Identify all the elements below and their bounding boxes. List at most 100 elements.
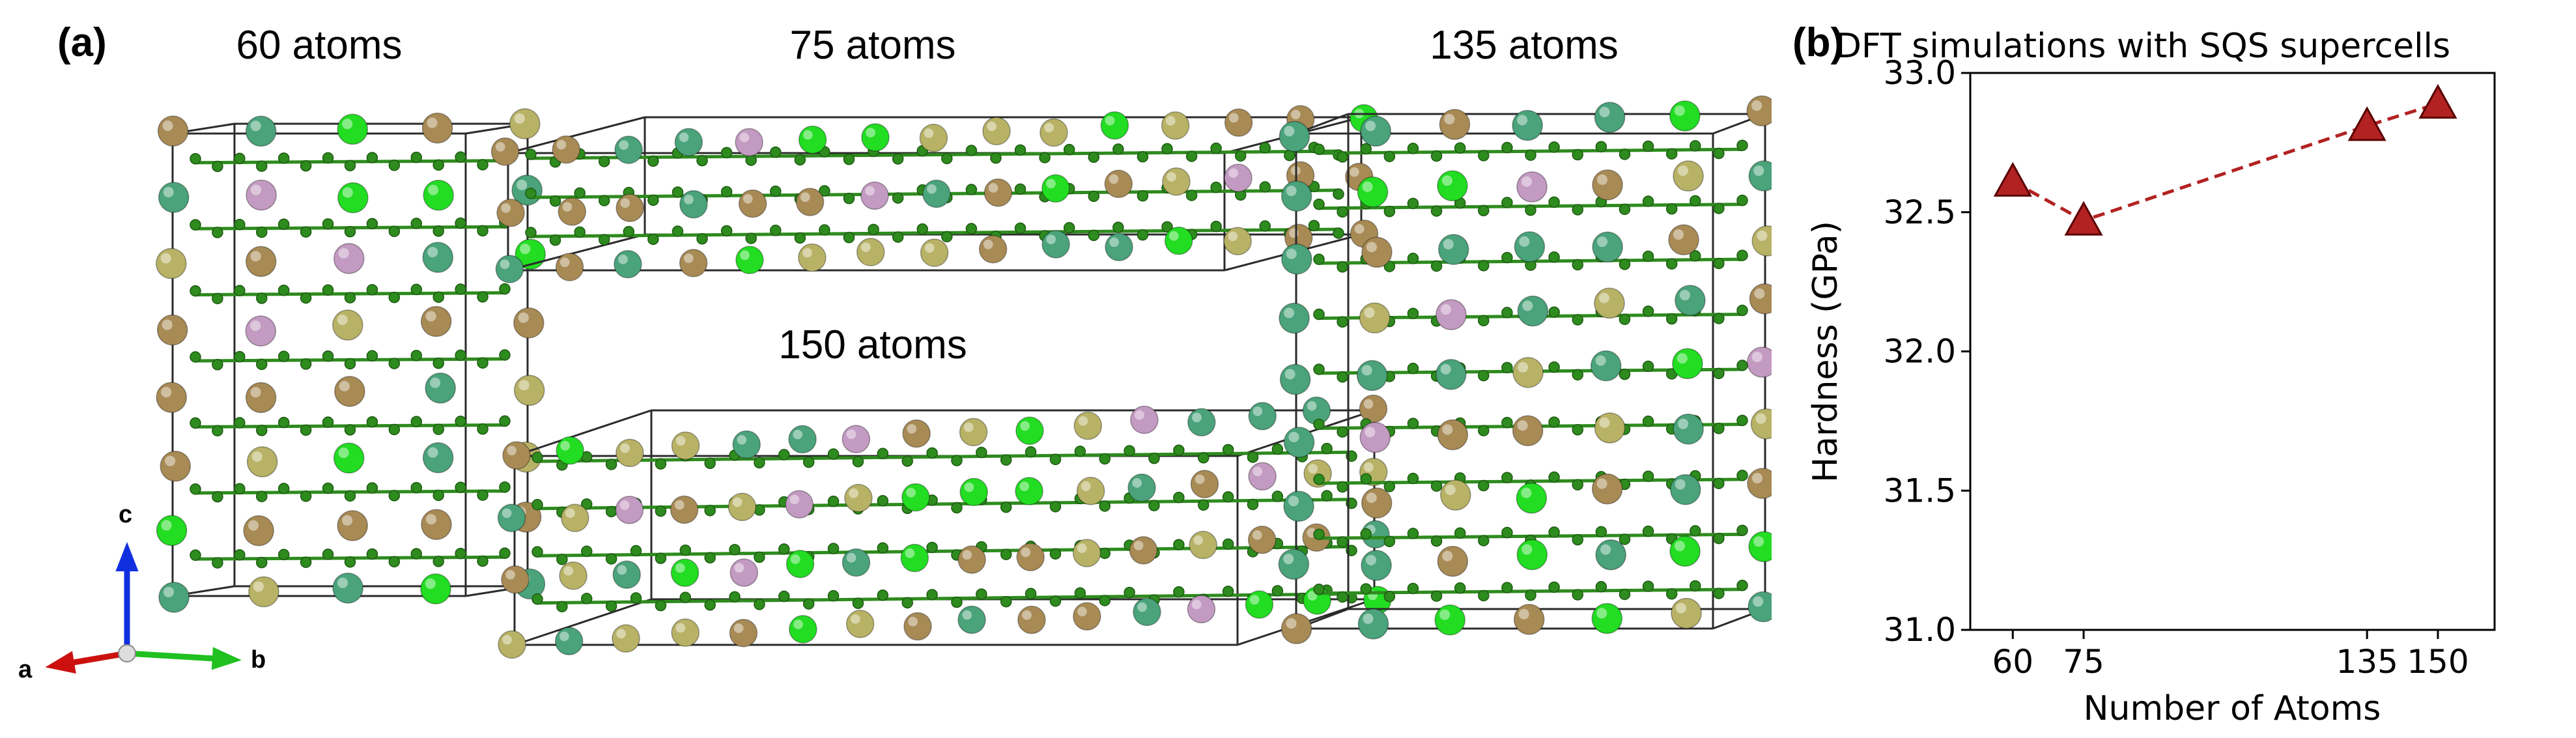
boron-atom (843, 153, 855, 165)
atom (495, 255, 524, 283)
boron-atom (477, 225, 488, 237)
atom-highlight (1365, 121, 1376, 132)
atom-highlight (1165, 116, 1176, 126)
boron-atom (1137, 190, 1149, 202)
data-point (2347, 106, 2386, 141)
atom (1516, 483, 1548, 514)
boron-atom (432, 556, 444, 567)
boron-atom (1014, 183, 1026, 195)
atom (1190, 470, 1219, 498)
boron-atom (581, 498, 593, 510)
atom-highlight (1440, 363, 1451, 375)
boron-atom (1025, 588, 1037, 600)
atom (422, 442, 454, 474)
boron-atom (941, 152, 953, 165)
atom-highlight (1307, 401, 1317, 411)
atom-highlight (1191, 599, 1202, 610)
boron-atom (819, 185, 830, 197)
atom-highlight (907, 423, 917, 434)
atom (1675, 285, 1706, 316)
atom (1279, 121, 1310, 152)
boron-atom (212, 359, 223, 371)
boron-atom (574, 187, 586, 199)
boron-atom (277, 483, 290, 494)
atom (1360, 115, 1391, 147)
atom (903, 612, 932, 641)
atom-highlight (163, 586, 175, 597)
boron-atom (277, 218, 290, 231)
boron-atom (1478, 150, 1490, 162)
boron-atom (1548, 416, 1560, 428)
boron-atom (477, 489, 488, 501)
boron-atom (344, 424, 356, 436)
boron-atom (1099, 500, 1111, 512)
atom-highlight (1284, 369, 1295, 380)
boron-atom (1713, 257, 1725, 270)
boron-atom (1321, 490, 1333, 502)
boron-atom (1619, 533, 1631, 545)
boron-atom (1407, 197, 1419, 210)
boron-layer-bond (530, 149, 1339, 160)
boron-atom (1383, 535, 1396, 548)
boron-atom (672, 186, 684, 198)
atom (1437, 234, 1469, 265)
axis-label-b: b (251, 646, 266, 674)
boron-atom (190, 219, 201, 231)
atom (612, 624, 640, 653)
boron-atom (1161, 143, 1173, 155)
atom-highlight (1193, 535, 1204, 545)
boron-atom (1313, 198, 1325, 210)
boron-atom (794, 232, 806, 244)
atom-highlight (1443, 238, 1454, 249)
boron-atom (1430, 150, 1443, 162)
atom (1512, 415, 1544, 446)
boron-atom (1088, 229, 1099, 242)
atom (423, 179, 454, 211)
boron-atom (1572, 259, 1583, 271)
boron-atom (256, 425, 268, 436)
atom (671, 618, 700, 647)
atom-highlight (250, 387, 261, 398)
atom (788, 425, 817, 454)
atom-highlight (162, 121, 173, 132)
atom (422, 242, 454, 273)
boron-atom (212, 490, 223, 503)
atom (156, 382, 187, 413)
atom-highlight (733, 623, 744, 633)
atom (1076, 476, 1105, 505)
boron-atom (704, 457, 716, 470)
boron-atom (1337, 591, 1348, 603)
atom (501, 565, 530, 594)
atom-highlight (802, 248, 812, 258)
atom-highlight (1284, 126, 1295, 137)
boron-atom (300, 490, 312, 502)
atom-highlight (1675, 603, 1687, 614)
atom-highlight (1168, 231, 1179, 241)
atom-highlight (1517, 420, 1528, 431)
atom (1751, 225, 1772, 257)
atom (1015, 416, 1044, 446)
boron-atom (1074, 587, 1086, 599)
atom (795, 188, 825, 216)
boron-atom (1313, 474, 1325, 485)
boron-atom (754, 457, 765, 469)
atom-highlight (514, 113, 525, 124)
atom (158, 582, 190, 613)
atom (1041, 174, 1070, 203)
boron-atom (1478, 479, 1490, 492)
boron-atom (892, 192, 904, 204)
boron-atom (976, 446, 987, 459)
boron-atom (951, 596, 963, 608)
atom (1224, 108, 1253, 137)
cell-edge (507, 116, 645, 154)
boron-atom (1210, 181, 1222, 193)
structure-150-atoms (497, 394, 1392, 659)
x-tick-label: 75 (2063, 643, 2104, 681)
boron-atom (531, 546, 543, 558)
atom (245, 315, 277, 347)
cell-edge (507, 233, 645, 272)
atom-highlight (1596, 174, 1608, 185)
boron-atom (1124, 445, 1135, 457)
y-tick-label: 33.0 (1884, 54, 1956, 92)
atom-highlight (250, 320, 261, 332)
